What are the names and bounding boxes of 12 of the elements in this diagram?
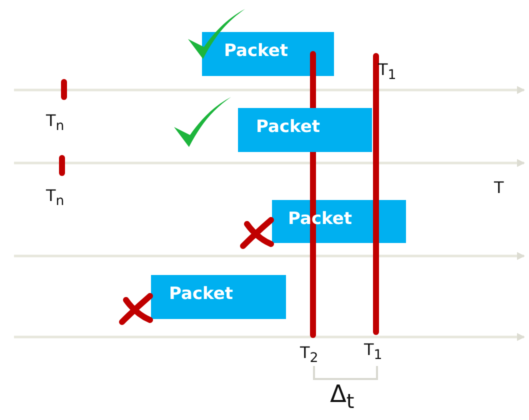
packet-box: [238, 108, 372, 152]
packet-label: Packet: [256, 117, 320, 137]
packet-box: [151, 275, 286, 319]
time-label: T: [494, 178, 504, 197]
time-label: T$_{2}$: [300, 343, 318, 366]
time-label: T$_{n}$: [46, 186, 64, 210]
time-label: T$_{n}$: [46, 111, 64, 134]
packet-label: Packet: [224, 41, 288, 61]
time-label: Δ$_{t}$: [330, 380, 354, 413]
packet-label: Packet: [169, 284, 234, 304]
packet-box: [202, 32, 334, 76]
time-label: T$_{1}$: [364, 340, 382, 364]
